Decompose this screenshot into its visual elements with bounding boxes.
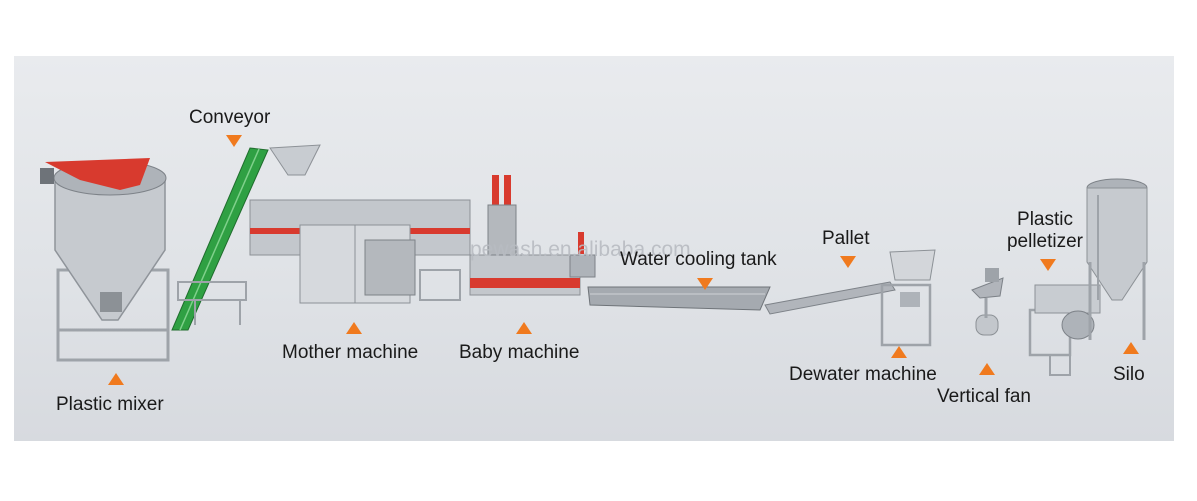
label-baby-machine: Baby machine (459, 342, 580, 363)
label-plastic-pelletizer-line2: pelletizer (1006, 231, 1084, 252)
marker-water-cooling-tank (697, 278, 713, 290)
marker-mother-machine (346, 322, 362, 334)
label-silo: Silo (1113, 364, 1145, 385)
marker-pallet (840, 256, 856, 268)
label-vertical-fan: Vertical fan (937, 386, 1031, 407)
marker-plastic-pelletizer (1040, 259, 1056, 271)
marker-baby-machine (516, 322, 532, 334)
watermark: pewash.en.alibaba.com (470, 238, 691, 261)
marker-plastic-mixer (108, 373, 124, 385)
baby-machine-illustration (469, 175, 596, 296)
mother-machine-illustration (249, 144, 471, 304)
marker-silo (1123, 342, 1139, 354)
label-conveyor: Conveyor (189, 107, 271, 128)
label-plastic-pelletizer: Plastic pelletizer (1003, 209, 1087, 253)
silo-illustration (1086, 178, 1148, 340)
pallet-illustration (764, 281, 896, 315)
label-pallet: Pallet (822, 228, 870, 249)
marker-dewater-machine (891, 346, 907, 358)
marker-vertical-fan (979, 363, 995, 375)
label-mother-machine: Mother machine (282, 342, 419, 363)
plastic-mixer-illustration (40, 158, 170, 362)
vertical-fan-illustration (971, 268, 1004, 336)
marker-conveyor (226, 135, 242, 147)
label-plastic-pelletizer-line1: Plastic (1017, 209, 1073, 230)
dewater-machine-illustration (880, 249, 936, 347)
conveyor-illustration (171, 147, 269, 331)
label-plastic-mixer: Plastic mixer (56, 394, 164, 415)
water-cooling-tank-illustration (587, 286, 771, 311)
label-water-cooling-tank: Water cooling tank (620, 249, 777, 270)
label-dewater-machine: Dewater machine (789, 364, 937, 385)
